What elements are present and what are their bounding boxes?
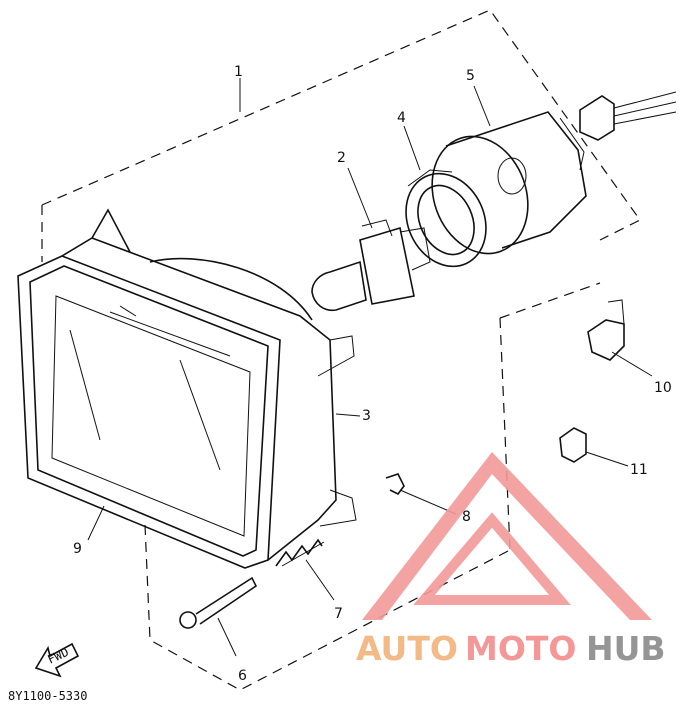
callout-4: 4: [397, 110, 406, 126]
adjuster-spring: [275, 538, 325, 567]
socket-cover: [431, 111, 587, 255]
watermark-text-moto: MOTO: [465, 629, 576, 668]
callout-11: 11: [630, 462, 648, 478]
callout-9: 9: [73, 541, 82, 557]
bracket-clip: [587, 299, 625, 361]
part-code: 8Y1100-5330: [8, 689, 87, 703]
callout-1: 1: [234, 64, 243, 80]
callout-5: 5: [466, 68, 475, 84]
watermark-text-auto: AUTO: [356, 629, 458, 668]
leader-lines: [87, 85, 653, 657]
watermark-triangle: [362, 452, 652, 620]
headlight-bulb: [311, 219, 431, 312]
callout-7: 7: [334, 606, 343, 622]
bulb-holder-ring: [405, 169, 487, 268]
headlight-lens: [51, 295, 251, 537]
callout-8: 8: [462, 509, 471, 525]
wire-connector: [579, 91, 677, 141]
forward-arrow: FWD: [34, 642, 80, 678]
assembly-boundary: [41, 9, 641, 691]
headlight-rim: [17, 255, 281, 569]
callout-labels: 1 2 3 4 5 6 7 8 9 10 11: [73, 64, 672, 684]
fwd-label: FWD: [45, 645, 71, 667]
callout-2: 2: [337, 150, 346, 166]
headlight-housing: [61, 208, 357, 561]
callout-6: 6: [238, 668, 247, 684]
watermark-logo: AUTO MOTO HUB: [356, 452, 666, 668]
spring-clip: [559, 427, 587, 463]
callout-10: 10: [654, 380, 672, 396]
watermark-text-hub: HUB: [586, 629, 666, 668]
callout-3: 3: [362, 408, 371, 424]
adjuster-screw: [179, 576, 258, 629]
small-clip: [385, 473, 405, 496]
